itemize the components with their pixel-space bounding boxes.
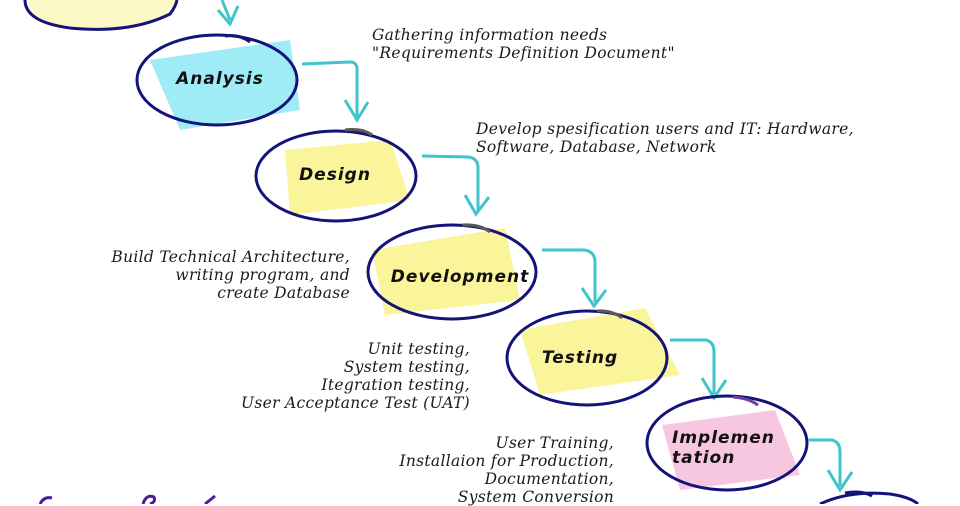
- arrowhead-4: [580, 287, 608, 309]
- note-analysis: Gathering information needs "Requirement…: [372, 26, 675, 62]
- note-design: Develop spesification users and IT: Hard…: [476, 120, 854, 156]
- arrow-testing-implementation: [670, 338, 716, 394]
- arrowhead-3: [463, 194, 491, 217]
- stage-label-implementation: Implemen tation: [672, 428, 775, 468]
- stage-label-development: Development: [390, 267, 530, 287]
- note-implementation: User Training, Installaion for Productio…: [399, 434, 614, 506]
- arrowhead-1: [216, 5, 240, 27]
- note-testing: Unit testing, System testing, Itegration…: [241, 340, 470, 412]
- stage-testing: [505, 308, 680, 407]
- stage-label-analysis: Analysis: [176, 69, 264, 89]
- stage-analysis: [135, 33, 300, 130]
- stage-implementation: [645, 394, 809, 492]
- arrowhead-2: [343, 99, 370, 123]
- partial-heading-text: [38, 494, 216, 504]
- stage-label-design: Design: [299, 165, 371, 185]
- stage-design: [254, 128, 418, 223]
- stage-maintenance: [819, 490, 919, 504]
- stage-planning: [23, 0, 179, 31]
- arrow-analysis-design: [301, 60, 359, 118]
- note-development: Build Technical Architecture, writing pr…: [111, 248, 350, 302]
- arrow-implementation-maintenance: [808, 438, 842, 486]
- arrow-planning-analysis: [220, 0, 232, 21]
- arrow-design-development: [421, 154, 480, 212]
- stage-label-testing: Testing: [541, 348, 619, 368]
- arrow-development-testing: [542, 248, 597, 302]
- arrowhead-6: [826, 469, 854, 493]
- stage-development: [366, 223, 538, 321]
